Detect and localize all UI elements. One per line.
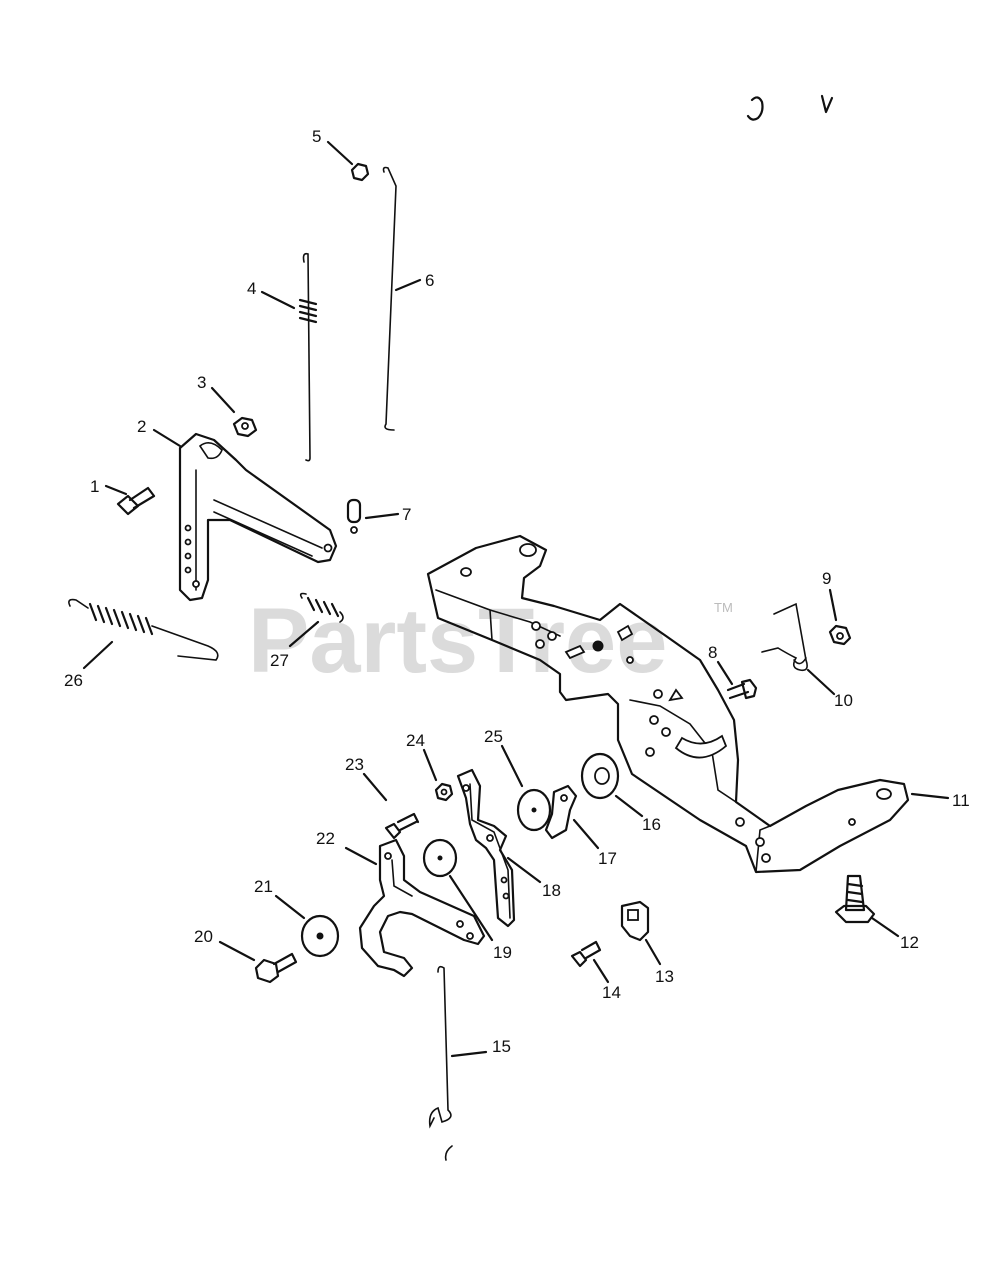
part-10-torsion-spring[interactable]	[761, 602, 808, 672]
part-8-bolt[interactable]	[726, 678, 758, 700]
leader-lines	[82, 140, 950, 1058]
leader-27	[288, 620, 320, 648]
leader-17	[572, 818, 600, 850]
callout-20[interactable]: 20	[194, 927, 213, 946]
leader-4	[260, 290, 296, 310]
part-6-throttle-rod[interactable]	[382, 166, 397, 431]
part-16-washer[interactable]	[580, 752, 620, 800]
part-21-washer[interactable]	[300, 914, 340, 958]
watermark-trademark: TM	[714, 600, 733, 615]
leader-23	[362, 772, 388, 802]
leader-12	[870, 916, 900, 938]
callout-19[interactable]: 19	[493, 943, 512, 962]
callout-10[interactable]: 10	[834, 691, 853, 710]
part-7-ferrule[interactable]	[346, 498, 362, 534]
callout-6[interactable]: 6	[425, 271, 434, 290]
part-14-screw[interactable]	[570, 940, 602, 968]
callout-25[interactable]: 25	[484, 727, 503, 746]
part-23-screw[interactable]	[384, 812, 420, 840]
leader-16	[614, 794, 644, 818]
part-2-lever-bracket[interactable]	[178, 432, 338, 602]
leader-6	[394, 278, 422, 292]
callout-18[interactable]: 18	[542, 881, 561, 900]
leader-1	[104, 484, 128, 496]
cropped-title-fragment	[746, 94, 834, 121]
part-18-throttle-lever[interactable]	[456, 768, 516, 928]
callout-labels: 1 2 3 4 5 6 7 8 9 10 11 12 13 14 15 16 1…	[64, 127, 970, 1056]
leader-7	[364, 512, 400, 520]
callout-12[interactable]: 12	[900, 933, 919, 952]
callout-22[interactable]: 22	[316, 829, 335, 848]
callout-15[interactable]: 15	[492, 1037, 511, 1056]
callout-21[interactable]: 21	[254, 877, 273, 896]
leader-15	[450, 1050, 488, 1058]
leader-24	[422, 748, 438, 782]
callout-27[interactable]: 27	[270, 651, 289, 670]
part-1-bolt[interactable]	[116, 486, 156, 516]
leader-10	[806, 668, 836, 696]
part-17-link[interactable]	[544, 784, 578, 840]
callout-23[interactable]: 23	[345, 755, 364, 774]
callout-9[interactable]: 9	[822, 569, 831, 588]
part-4-spring-rod[interactable]	[298, 252, 318, 462]
leader-3	[210, 386, 236, 414]
leader-18	[506, 856, 542, 884]
leader-2	[152, 428, 182, 448]
callout-4[interactable]: 4	[247, 279, 256, 298]
part-5-nut[interactable]	[350, 162, 370, 182]
leader-20	[218, 940, 256, 962]
part-15-link-rod[interactable]	[428, 965, 453, 1161]
part-19-washer[interactable]	[422, 838, 458, 878]
callout-16[interactable]: 16	[642, 815, 661, 834]
callout-26[interactable]: 26	[64, 671, 83, 690]
leader-14	[592, 958, 610, 984]
leader-26	[82, 640, 114, 670]
part-9-nut[interactable]	[828, 624, 852, 646]
callout-11[interactable]: 11	[952, 791, 970, 810]
part-26-extension-spring[interactable]	[68, 598, 219, 661]
callout-2[interactable]: 2	[137, 417, 146, 436]
callout-14[interactable]: 14	[602, 983, 621, 1002]
part-13-clip[interactable]	[620, 900, 650, 942]
leader-5	[326, 140, 354, 166]
callout-17[interactable]: 17	[598, 849, 617, 868]
callout-13[interactable]: 13	[655, 967, 674, 986]
leader-22	[344, 846, 378, 866]
leader-9	[828, 588, 838, 622]
leader-8	[716, 660, 734, 686]
callout-3[interactable]: 3	[197, 373, 206, 392]
callout-5[interactable]: 5	[312, 127, 321, 146]
part-12-shoulder-bolt[interactable]	[834, 874, 876, 924]
callout-7[interactable]: 7	[402, 505, 411, 524]
leader-21	[274, 894, 306, 920]
part-27-spring[interactable]	[299, 592, 344, 623]
leader-25	[500, 744, 524, 788]
part-24-nut[interactable]	[434, 782, 454, 802]
part-25-washer[interactable]	[516, 788, 552, 832]
part-20-bolt[interactable]	[254, 952, 298, 984]
leader-19	[448, 874, 494, 942]
callout-1[interactable]: 1	[90, 477, 99, 496]
callout-8[interactable]: 8	[708, 643, 717, 662]
part-3-nut[interactable]	[232, 416, 258, 438]
leader-13	[644, 938, 662, 966]
callout-24[interactable]: 24	[406, 731, 425, 750]
leader-11	[910, 792, 950, 800]
part-22-choke-bracket[interactable]	[358, 838, 486, 978]
part-11-control-bracket[interactable]	[426, 534, 910, 874]
